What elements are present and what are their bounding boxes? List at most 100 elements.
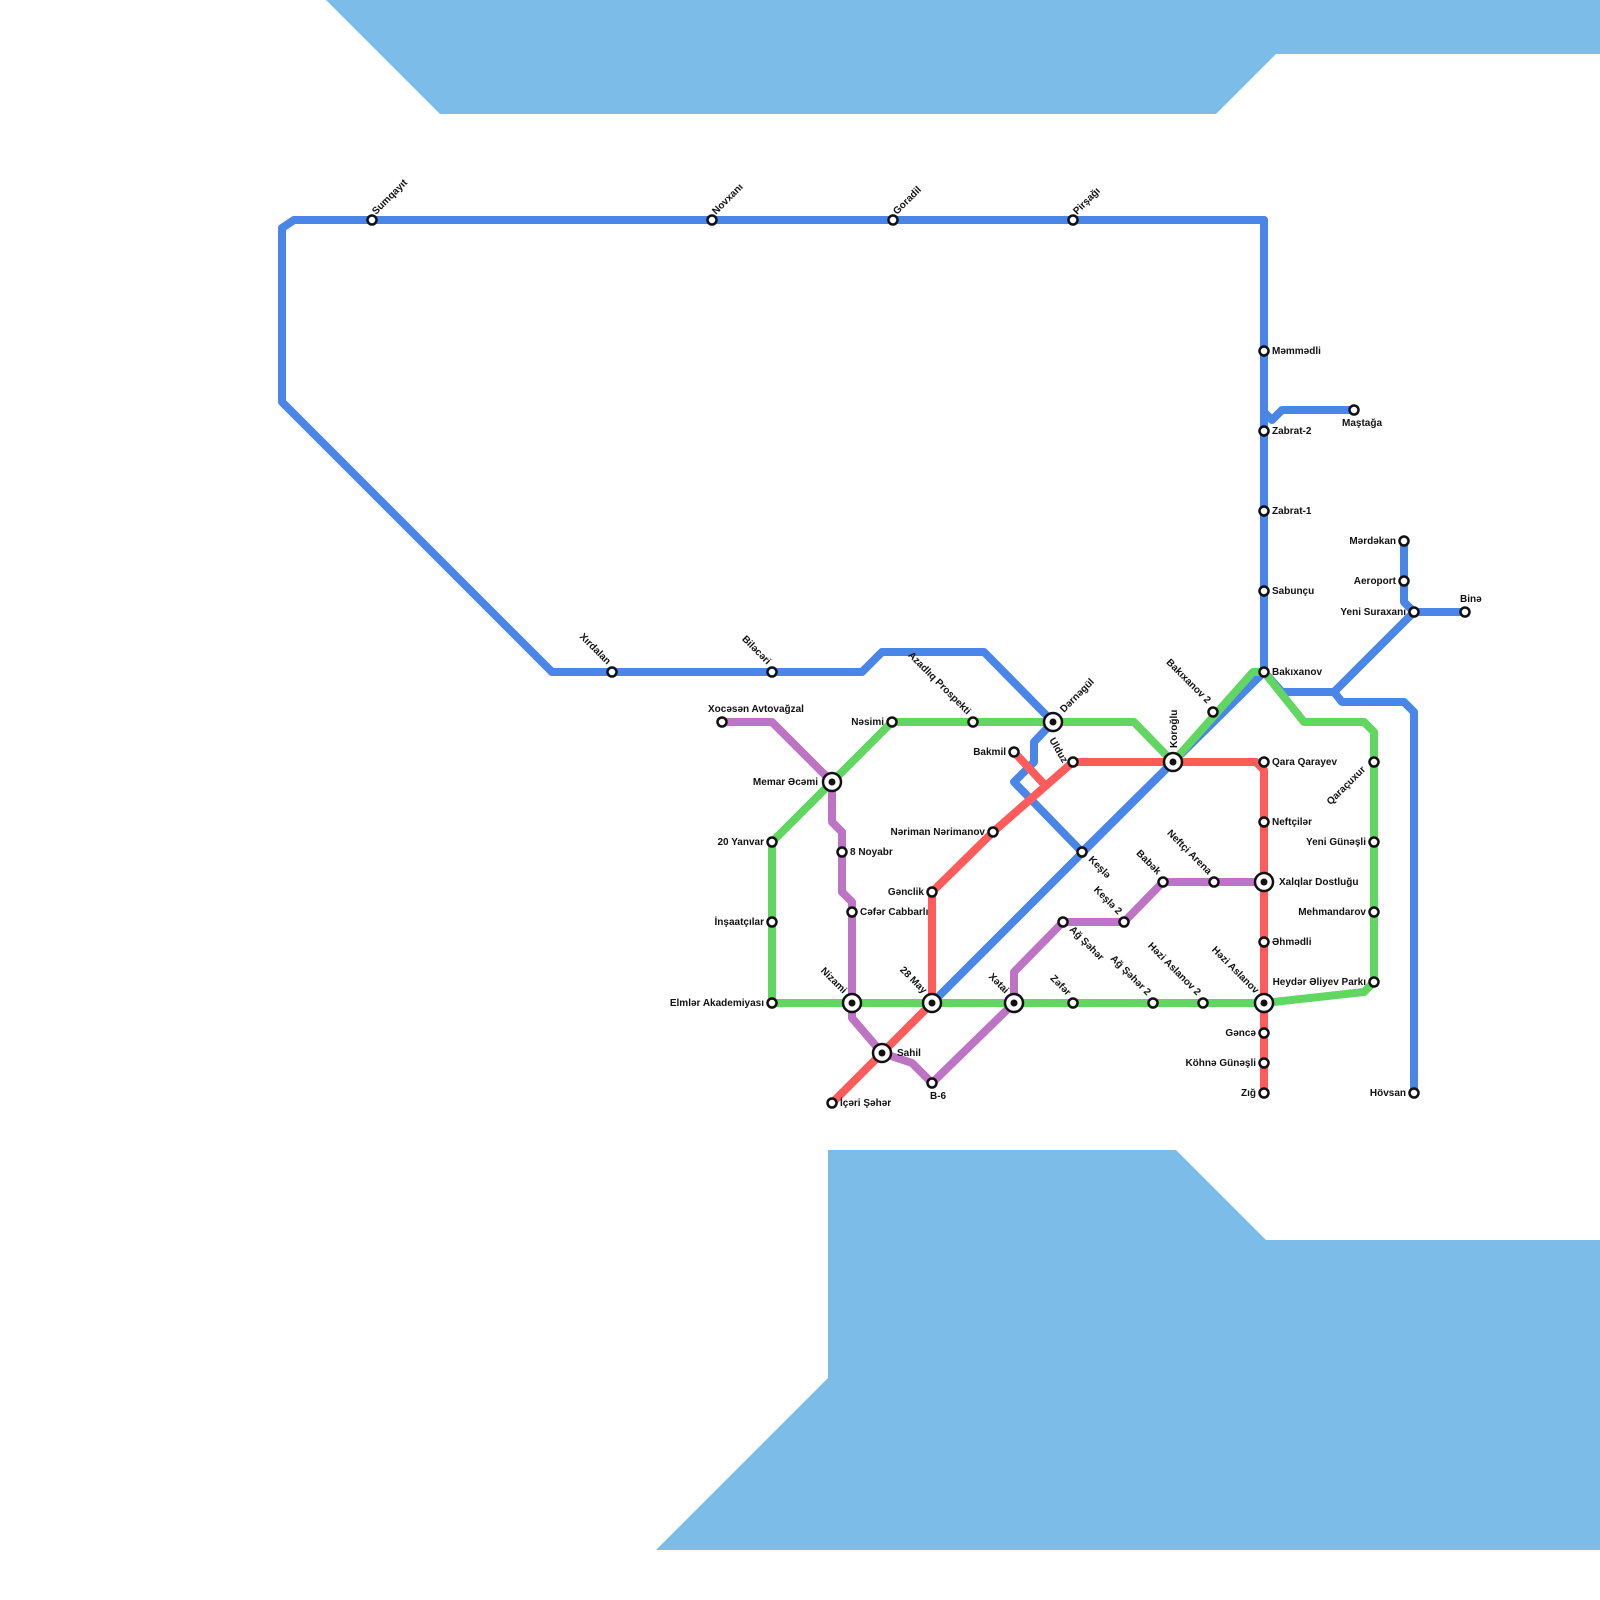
station-ehmedli[interactable] [1258, 936, 1270, 948]
red-line-bakmil-branch[interactable] [1010, 748, 1046, 786]
station-qaraqarayev[interactable] [1258, 756, 1270, 768]
station-bakmil[interactable] [1008, 746, 1020, 758]
station-gence[interactable] [1258, 1027, 1270, 1039]
label-hezi2: Həzi Aslanov 2 [1145, 941, 1203, 999]
station-mastaga[interactable] [1348, 404, 1360, 416]
blue-line-hovsan-branch[interactable] [1330, 688, 1418, 1097]
station-goradil[interactable] [887, 214, 899, 226]
station-mehmandarov[interactable] [1368, 906, 1380, 918]
interchange-xalqlar[interactable] [1253, 871, 1275, 893]
station-ceferc[interactable] [846, 906, 858, 918]
label-sahil: Sahil [897, 1048, 921, 1059]
station-zig[interactable] [1258, 1087, 1270, 1099]
label-sumqayit: Sumqayıt [370, 177, 410, 217]
label-agseher2: Ağ Şəhər 2 [1108, 953, 1153, 998]
station-agseher[interactable] [1057, 916, 1069, 928]
blue-line-east-branch[interactable] [1260, 608, 1469, 696]
station-genclik[interactable] [926, 886, 938, 898]
station-neriman[interactable] [987, 826, 999, 838]
station-memmedli[interactable] [1258, 345, 1270, 357]
station-zefer[interactable] [1067, 997, 1079, 1009]
station-neftciler[interactable] [1258, 816, 1270, 828]
station-novxani[interactable] [706, 214, 718, 226]
label-kohne: Köhnə Günəşli [1185, 1058, 1256, 1069]
station-agseher2[interactable] [1147, 997, 1159, 1009]
station-icheri[interactable] [826, 1097, 838, 1109]
label-insaatcilar: İnşaatçılar [715, 915, 765, 928]
station-sumqayit[interactable] [366, 214, 378, 226]
blue-line-main-sw[interactable] [928, 758, 1177, 1007]
label-zefer: Zəfər [1048, 973, 1073, 998]
label-bine: Binə [1460, 594, 1482, 605]
label-novxani: Novxanı [710, 182, 745, 217]
station-kesle2[interactable] [1118, 916, 1130, 928]
station-heydar[interactable] [1368, 976, 1380, 988]
label-bakixanov2: Bakıxanov 2 [1164, 657, 1213, 706]
label-mastaga: Maştağa [1342, 418, 1382, 429]
label-sabuncu: Sabunçu [1272, 586, 1314, 597]
label-icheri: İçəri Şəhər [840, 1096, 891, 1109]
label-xocesen: Xocəsən Avtovağzal [708, 704, 804, 715]
label-gence: Gəncə [1225, 1028, 1256, 1039]
interchange-xetai[interactable] [1003, 992, 1025, 1014]
station-xocesen[interactable] [716, 716, 728, 728]
station-bine[interactable] [1459, 606, 1471, 618]
interchange-sahil[interactable] [871, 1042, 893, 1064]
station-babek[interactable] [1157, 876, 1169, 888]
station-hezi2[interactable] [1197, 997, 1209, 1009]
label-koroglu: Koroğlu [1169, 710, 1180, 748]
label-azadliq: Azadlıq Prospekti [906, 650, 973, 717]
station-b6[interactable] [926, 1077, 938, 1089]
water-layer [326, 0, 1600, 1550]
station-bileceri[interactable] [766, 666, 778, 678]
station-insaatcilar[interactable] [766, 916, 778, 928]
station-hovsan[interactable] [1408, 1087, 1420, 1099]
station-nesimi[interactable] [886, 716, 898, 728]
station-aeroport[interactable] [1398, 575, 1410, 587]
blue-line-north-branch[interactable] [1260, 216, 1358, 424]
station-xirdalan[interactable] [606, 666, 618, 678]
label-kesle: Keşlə [1086, 854, 1113, 881]
station-pirsagi[interactable] [1067, 214, 1079, 226]
label-zig: Zığ [1241, 1088, 1256, 1099]
station-kohne[interactable] [1258, 1057, 1270, 1069]
interchange-darnagul[interactable] [1042, 711, 1064, 733]
station-yanvar20[interactable] [766, 836, 778, 848]
label-neftciler: Neftçilər [1272, 817, 1312, 828]
label-may28: 28 May [897, 965, 929, 997]
station-noyabr8[interactable] [836, 846, 848, 858]
label-b6: B-6 [930, 1091, 947, 1102]
station-zabrat2[interactable] [1258, 425, 1270, 437]
label-heydar: Heydər Əliyev Parkı [1273, 977, 1367, 988]
station-neftciarena[interactable] [1208, 876, 1220, 888]
station-elmler[interactable] [766, 997, 778, 1009]
station-bakixanov2[interactable] [1207, 706, 1219, 718]
interchange-memar[interactable] [821, 771, 843, 793]
label-zabrat1: Zabrat-1 [1272, 506, 1312, 517]
interchange-may28[interactable] [921, 992, 943, 1014]
station-sabuncu[interactable] [1258, 585, 1270, 597]
station-azadliq[interactable] [967, 716, 979, 728]
station-zabrat1[interactable] [1258, 505, 1270, 517]
station-qaracuxur[interactable] [1368, 756, 1380, 768]
station-merdekan[interactable] [1398, 535, 1410, 547]
label-memmedli: Məmmədli [1272, 346, 1321, 357]
label-bakmil: Bakmil [973, 747, 1006, 758]
label-xalqlar: Xalqlar Dostluğu [1279, 877, 1358, 888]
station-ulduz[interactable] [1067, 756, 1079, 768]
label-xirdalan: Xırdalan [577, 631, 613, 667]
station-kesle[interactable] [1076, 846, 1088, 858]
interchange-nizami[interactable] [841, 992, 863, 1014]
interchange-koroglu[interactable] [1162, 751, 1184, 773]
interchange-hezi[interactable] [1253, 992, 1275, 1014]
water-north [326, 0, 1600, 114]
stations-layer [366, 214, 1471, 1109]
label-mehmandarov: Mehmandarov [1298, 907, 1366, 918]
label-kesle2: Keşlə 2 [1091, 885, 1124, 918]
label-yenigunesli: Yeni Günəşli [1306, 837, 1366, 848]
station-bakixanov[interactable] [1258, 666, 1270, 678]
station-yenisuraxani[interactable] [1408, 606, 1420, 618]
station-yenigunesli[interactable] [1368, 836, 1380, 848]
blue-line[interactable] [278, 216, 1268, 856]
